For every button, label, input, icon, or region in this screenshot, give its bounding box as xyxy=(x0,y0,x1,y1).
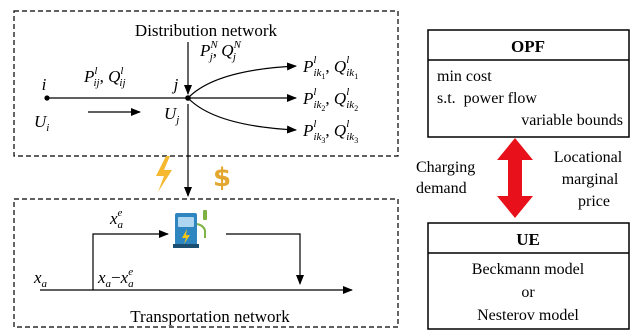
voltage-i-label: Ui xyxy=(34,112,49,134)
double-arrow xyxy=(497,138,533,218)
charging-station-icon xyxy=(173,210,207,248)
lmp-label-3: price xyxy=(578,193,610,210)
opf-title: OPF xyxy=(511,37,545,56)
dollar-icon: $ xyxy=(213,163,231,193)
ue-line-3: Nesterov model xyxy=(477,307,579,324)
opf-box xyxy=(427,29,630,138)
distribution-network-box xyxy=(13,10,399,157)
transportation-network-box xyxy=(13,198,399,328)
ue-line-1: Beckmann model xyxy=(472,261,585,278)
detour-up xyxy=(92,230,169,290)
branch-1-line xyxy=(187,62,297,99)
ue-box xyxy=(427,222,630,330)
voltage-j-label: Uj xyxy=(164,104,179,126)
opf-line-1: min cost xyxy=(437,68,492,85)
ue-title: UE xyxy=(516,230,540,249)
node-j-label: j xyxy=(172,75,179,94)
ue-line-2: or xyxy=(521,284,535,301)
lmp-label-1: Locational xyxy=(554,149,623,166)
charging-demand-label-1: Charging xyxy=(416,159,475,176)
branch-3-line xyxy=(187,97,297,134)
lightning-icon xyxy=(156,156,172,192)
opf-line-2: s.t. power flow xyxy=(437,90,537,107)
detour-down xyxy=(226,233,304,285)
opf-line-3: variable bounds xyxy=(521,112,623,129)
node-i-label: i xyxy=(42,75,47,94)
transportation-network-title: Transportation network xyxy=(130,307,290,326)
lmp-label-2: marginal xyxy=(562,171,619,188)
flow-in-label: xa xyxy=(33,268,48,290)
charging-demand-label-2: demand xyxy=(416,180,467,197)
distribution-network-title: Distribution network xyxy=(135,21,278,40)
